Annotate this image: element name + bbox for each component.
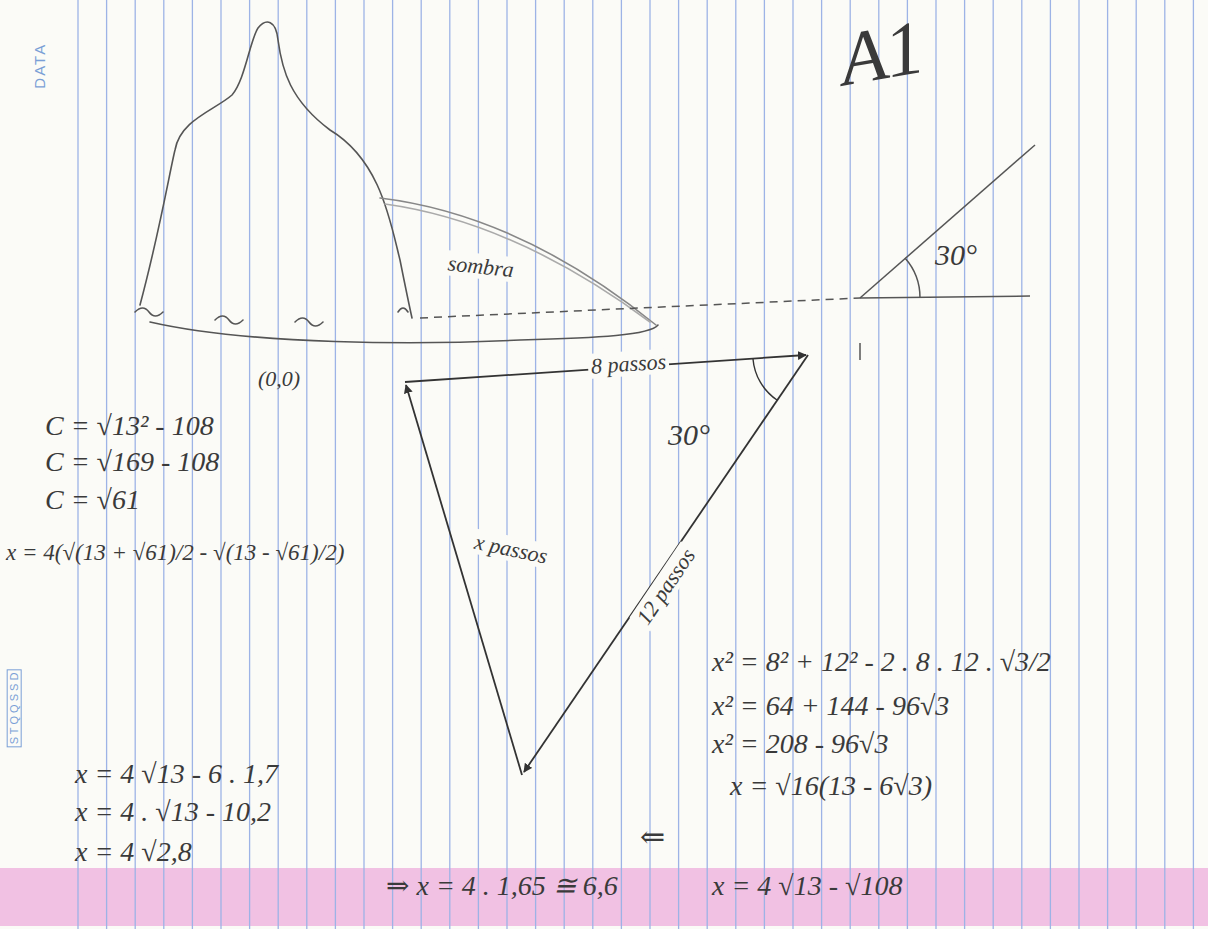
ruled-line <box>506 0 507 929</box>
ruled-line <box>649 0 650 929</box>
page-number: A1 <box>832 3 930 104</box>
ruled-line <box>306 0 307 929</box>
ruled-line <box>592 0 593 929</box>
ruled-line <box>564 0 565 929</box>
ruled-line <box>278 0 279 929</box>
ruled-line <box>363 0 364 929</box>
angle-label: 30° <box>935 238 977 273</box>
ruled-line <box>678 0 679 929</box>
arrow-symbol: ⇐ <box>640 820 665 855</box>
side-label: 12 passos <box>630 541 703 632</box>
weekday-boxes: S T Q Q S S D <box>7 670 22 748</box>
ruled-line <box>1107 0 1108 929</box>
ruled-lines <box>78 0 1193 929</box>
ruled-line <box>421 0 422 929</box>
equation: x = 4 . √13 - 10,2 <box>75 796 271 828</box>
shadow-label: sombra <box>444 250 518 283</box>
ruled-line <box>220 0 221 929</box>
ruled-line <box>535 0 536 929</box>
equation: C = √169 - 108 <box>45 446 219 478</box>
sun-angle <box>420 145 1035 360</box>
equation: ⇒ x = 4 . 1,65 ≅ 6,6 <box>386 870 618 902</box>
ruled-line <box>1136 0 1137 929</box>
equation: x² = 8² + 12² - 2 . 8 . 12 . √3/2 <box>712 646 1051 678</box>
ruled-line <box>249 0 250 929</box>
equation: x = 4(√(13 + √61)/2 - √(13 - √61)/2) <box>6 540 344 566</box>
ruled-line <box>964 0 965 929</box>
ruled-line <box>335 0 336 929</box>
equation: x² = 208 - 96√3 <box>712 728 888 760</box>
ruled-line <box>1193 0 1194 929</box>
equation: x = 4 √2,8 <box>75 836 192 868</box>
ruled-line <box>449 0 450 929</box>
margin-header: DATA <box>31 43 48 89</box>
angle-label: 30° <box>668 418 710 453</box>
ruled-line <box>478 0 479 929</box>
ruled-line <box>392 0 393 929</box>
equation: x = √16(13 - 6√3) <box>730 770 932 802</box>
mountain-sketch <box>135 22 658 343</box>
side-label: 8 passos <box>587 348 670 379</box>
equation: x² = 64 + 144 - 96√3 <box>712 690 949 722</box>
equation: C = √13² - 108 <box>45 410 214 442</box>
equation: C = √61 <box>45 484 140 516</box>
ruled-line <box>621 0 622 929</box>
ruled-line <box>1021 0 1022 929</box>
ruled-line <box>1050 0 1051 929</box>
ruled-line <box>935 0 936 929</box>
ruled-line <box>1078 0 1079 929</box>
side-label: x passos <box>469 528 552 569</box>
origin-label: (0,0) <box>258 366 300 391</box>
ruled-line <box>707 0 708 929</box>
equation: x = 4 √13 - 6 . 1,7 <box>75 758 278 790</box>
ruled-line <box>1164 0 1165 929</box>
equation: x = 4 √13 - √108 <box>712 870 902 902</box>
highlighter-band <box>0 868 1208 926</box>
ruled-line <box>993 0 994 929</box>
